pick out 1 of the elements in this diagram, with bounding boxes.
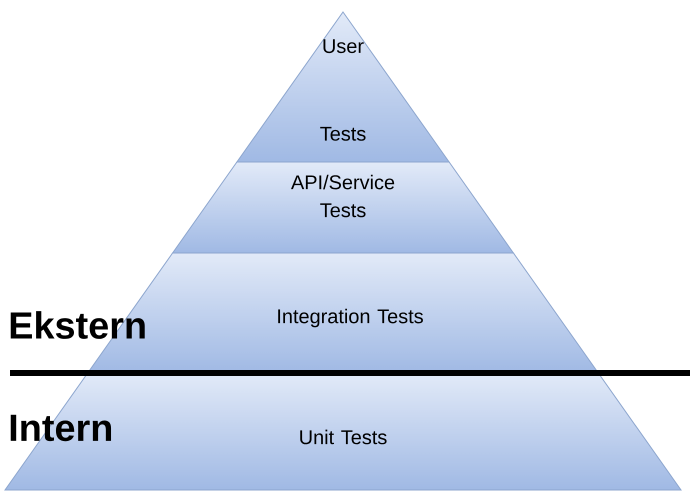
section-label: Intern: [10, 414, 112, 442]
